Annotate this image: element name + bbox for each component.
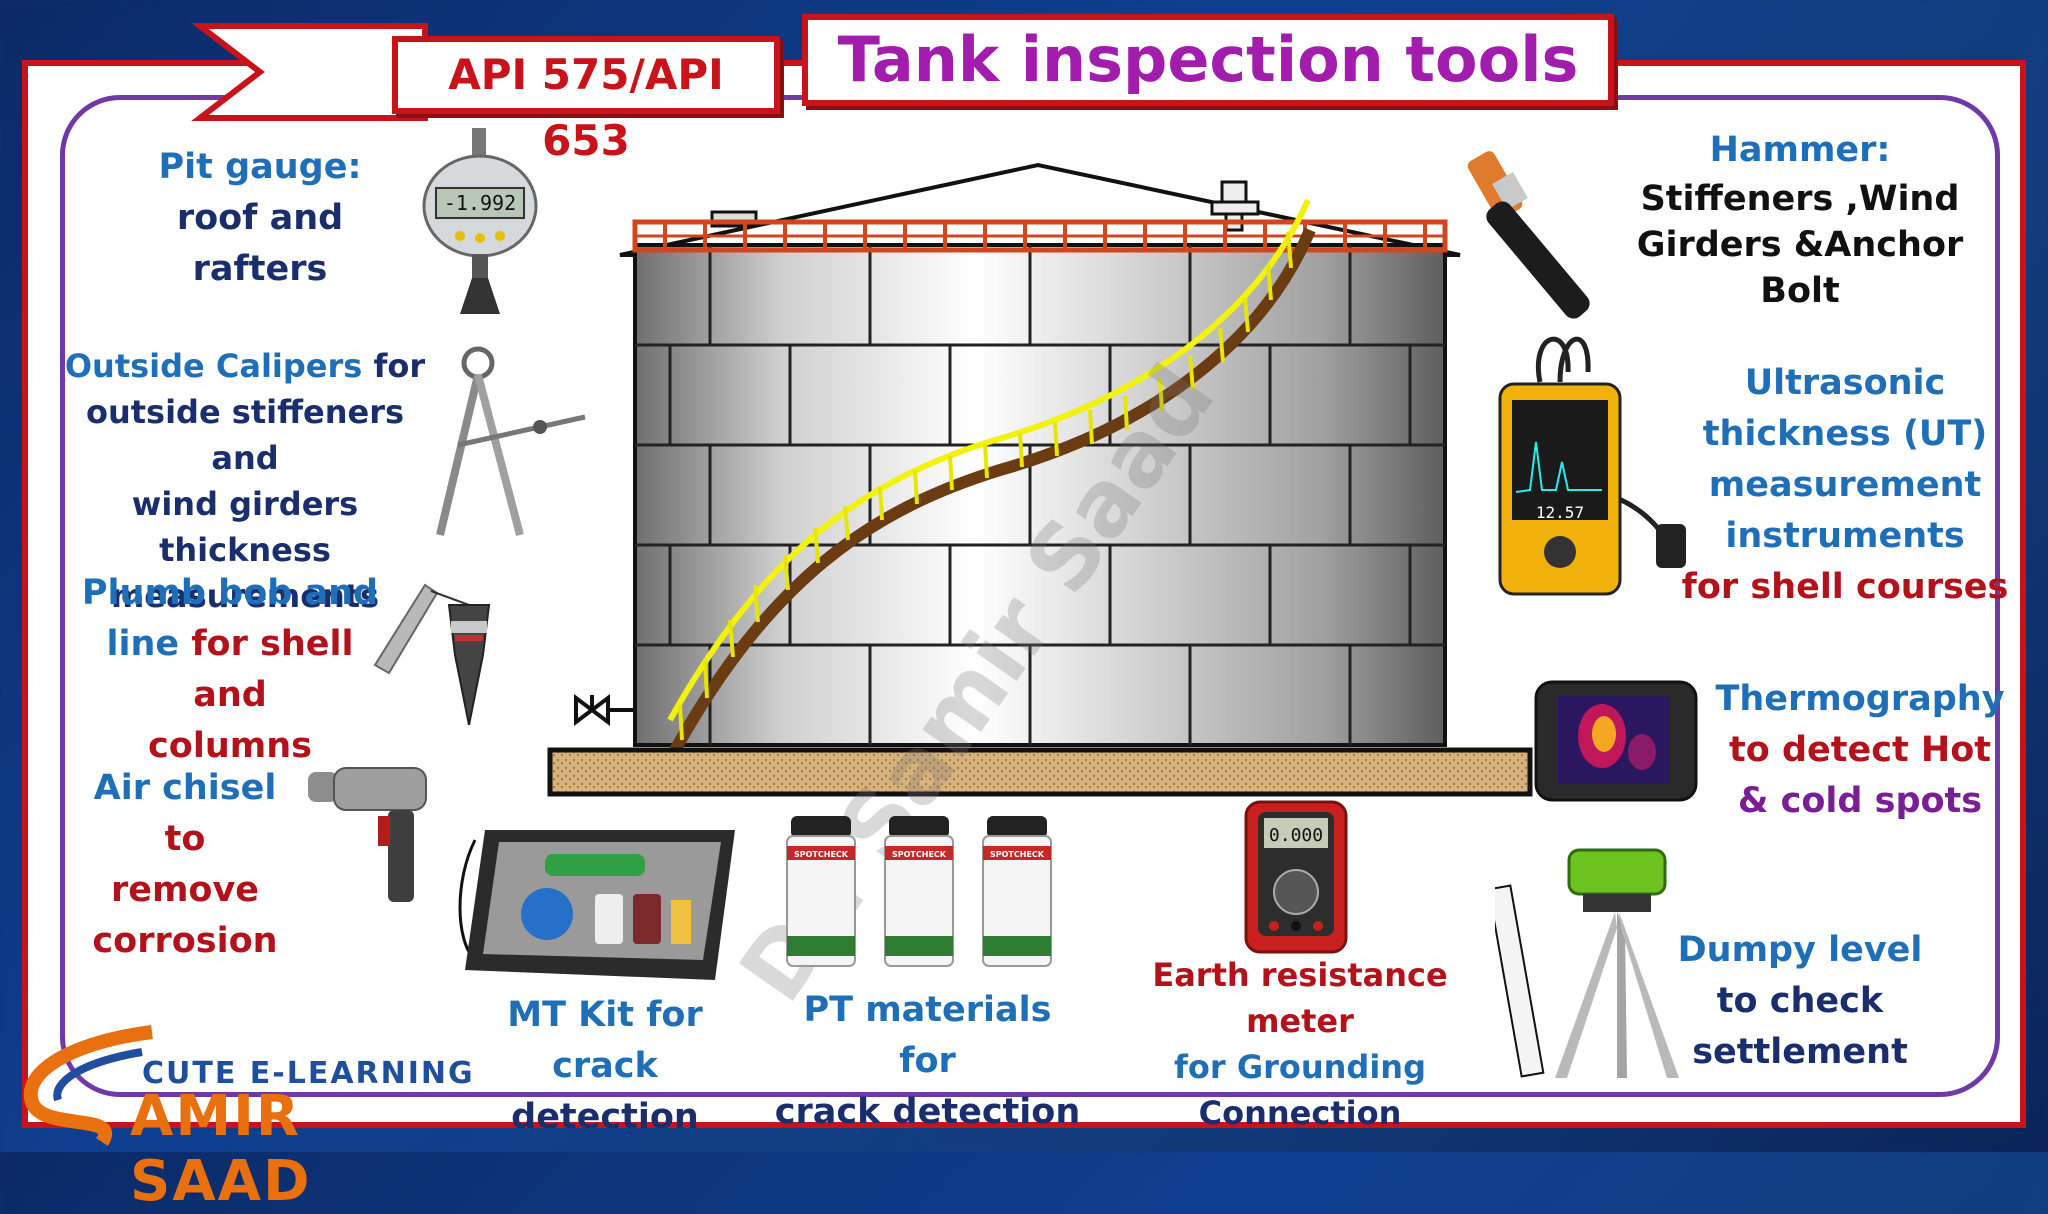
hammer-line1: Stiffeners ,Wind bbox=[1640, 179, 1960, 219]
spiral-staircase bbox=[667, 198, 1316, 753]
chisel-line1a: Air chisel bbox=[93, 768, 277, 808]
mt-kit-label: MT Kit for crack detection bbox=[455, 990, 755, 1143]
mt-line2: detection bbox=[511, 1097, 699, 1137]
tank-shell bbox=[633, 243, 1447, 747]
hammer-label: Hammer: Stiffeners ,Wind Girders &Anchor… bbox=[1620, 125, 1980, 314]
api-banner: API 575/API 653 bbox=[392, 36, 780, 165]
chisel-line1b: to bbox=[164, 819, 206, 859]
dumpy-line1: Dumpy level bbox=[1677, 930, 1923, 970]
storage-tank-illustration bbox=[547, 162, 1533, 797]
chisel-line2: remove bbox=[110, 870, 260, 910]
dumpy-line3: settlement bbox=[1692, 1032, 1908, 1072]
earth-meter-label: Earth resistance meter for Grounding Con… bbox=[1110, 952, 1490, 1136]
thermo-line3: & cold spots bbox=[1737, 781, 1983, 821]
earth-resistance-meter-icon: 0.000 bbox=[1244, 800, 1348, 954]
plumb-line1: Plumb bob and bbox=[81, 573, 379, 613]
hammer-title: Hammer: bbox=[1709, 130, 1891, 170]
ut-line5: for shell courses bbox=[1681, 567, 2009, 607]
ut-line1: Ultrasonic bbox=[1744, 363, 1946, 403]
pit-gauge-reading: -1.992 bbox=[444, 191, 516, 215]
thermo-line1: Thermography bbox=[1715, 679, 2005, 719]
shell-plates bbox=[635, 245, 1445, 745]
pt-materials-icon: SPOTCHECK SPOTCHECK SPOTCHECK bbox=[786, 816, 1052, 967]
mt-line1: MT Kit for crack bbox=[507, 995, 703, 1086]
earth-line2: for Grounding bbox=[1174, 1048, 1426, 1086]
roof-vent bbox=[1210, 180, 1260, 232]
earth-line3: Connection bbox=[1198, 1094, 1402, 1132]
pt-can-label-2: SPOTCHECK bbox=[892, 850, 947, 859]
calipers-suffix: for bbox=[362, 347, 426, 385]
calipers-line3: wind girders thickness bbox=[131, 485, 359, 569]
pit-gauge-title: Pit gauge: bbox=[158, 147, 362, 187]
pt-line1: PT materials for bbox=[803, 990, 1052, 1081]
pit-gauge-icon: -1.992 bbox=[422, 128, 538, 314]
dumpy-level-icon bbox=[1495, 848, 1679, 1078]
hammer-icon bbox=[1467, 151, 1590, 319]
tank-foundation bbox=[547, 747, 1533, 797]
thermo-line2: to detect Hot bbox=[1729, 730, 1991, 770]
brand-logo: CUTE E-LEARNING AMIR SAAD bbox=[12, 1022, 482, 1214]
calipers-line2: outside stiffeners and bbox=[85, 393, 405, 477]
pt-cleaner-can: SPOTCHECK bbox=[786, 816, 856, 967]
calipers-line4: measurements bbox=[110, 577, 380, 615]
plumb-line2b: for shell and bbox=[191, 624, 354, 715]
ut-line2: thickness (UT) bbox=[1702, 414, 1988, 454]
logo-top-text: CUTE E-LEARNING bbox=[142, 1056, 475, 1091]
pit-gauge-line1: roof and bbox=[176, 198, 344, 238]
ut-line4: instruments bbox=[1725, 516, 1965, 556]
pt-line2: crack detection bbox=[774, 1092, 1081, 1132]
plumb-line2a: line bbox=[106, 624, 192, 664]
pit-gauge-line2: rafters bbox=[192, 249, 328, 289]
dumpy-level-label: Dumpy level to check settlement bbox=[1660, 925, 1940, 1078]
thermography-label: Thermography to detect Hot & cold spots bbox=[1700, 674, 2020, 827]
dumpy-line2: to check bbox=[1716, 981, 1884, 1021]
thermal-camera-icon bbox=[1534, 680, 1698, 802]
pit-gauge-label: Pit gauge: roof and rafters bbox=[140, 142, 380, 295]
ut-line3: measurement bbox=[1708, 465, 1982, 505]
pt-can-label-1: SPOTCHECK bbox=[794, 850, 849, 859]
pt-penetrant-can: SPOTCHECK bbox=[982, 816, 1052, 967]
calipers-icon bbox=[436, 346, 586, 537]
plumb-bob-icon bbox=[373, 583, 491, 725]
earth-line1: Earth resistance meter bbox=[1152, 956, 1448, 1040]
earth-meter-reading: 0.000 bbox=[1269, 825, 1323, 846]
logo-bottom-text: AMIR SAAD bbox=[130, 1084, 312, 1214]
pt-can-label-3: SPOTCHECK bbox=[990, 850, 1045, 859]
calipers-label: Outside Calipers for outside stiffeners … bbox=[60, 343, 430, 619]
plumb-bob-label: Plumb bob and line for shell and columns bbox=[80, 568, 380, 772]
air-chisel-label: Air chisel to remove corrosion bbox=[70, 763, 300, 967]
air-chisel-icon bbox=[308, 767, 427, 902]
title-banner: Tank inspection tools bbox=[802, 14, 1614, 106]
hammer-line2: Girders &Anchor bbox=[1636, 225, 1964, 265]
page-title: Tank inspection tools bbox=[837, 23, 1579, 96]
plumb-line3: columns bbox=[148, 726, 312, 766]
arrow-banner bbox=[191, 23, 428, 121]
logo-swoosh-icon bbox=[23, 1025, 153, 1146]
pt-materials-label: PT materials for crack detection bbox=[770, 985, 1085, 1138]
pt-developer-can: SPOTCHECK bbox=[884, 816, 954, 967]
chisel-line3: corrosion bbox=[92, 921, 278, 961]
roof-handrail bbox=[632, 219, 1448, 253]
ut-label: Ultrasonic thickness (UT) measurement in… bbox=[1680, 358, 2010, 613]
hammer-line3: Bolt bbox=[1760, 271, 1840, 311]
ut-reading: 12.57 bbox=[1536, 503, 1584, 522]
drain-valve bbox=[574, 694, 635, 726]
ut-gauge-icon: 12.57 bbox=[1498, 336, 1686, 596]
calipers-title: Outside Calipers bbox=[64, 347, 363, 385]
mt-kit-icon bbox=[458, 830, 735, 980]
api-label: API 575/API 653 bbox=[448, 50, 724, 165]
